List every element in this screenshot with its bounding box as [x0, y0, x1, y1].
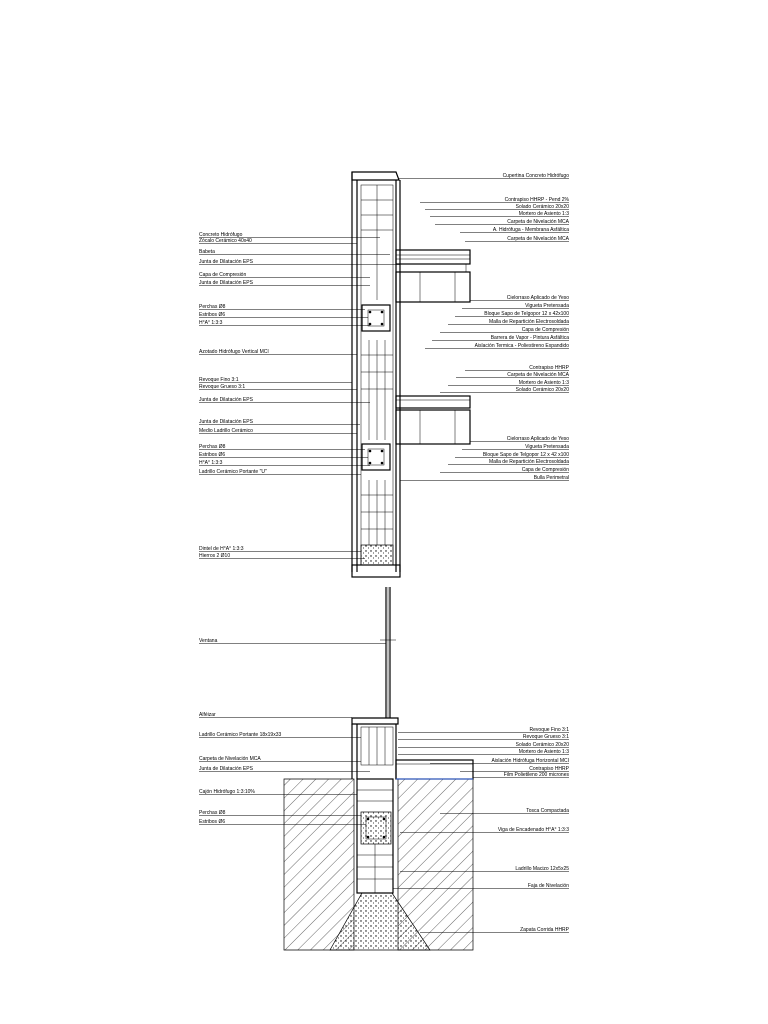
- label-right: Aislación Hidrófuga Horizontal MCI: [491, 758, 569, 764]
- label-right: Revoque Grueso 3:1: [523, 734, 569, 740]
- soil-hatch: [283, 778, 474, 951]
- intermediate-slab: [395, 395, 471, 445]
- label-right: Zapata Corrida HHRP: [520, 927, 570, 933]
- label-right: Carpeta de Nivelación MCA: [507, 372, 569, 378]
- lower-bond-beam: [361, 443, 391, 471]
- label-right: Tosca Compactada: [526, 808, 569, 814]
- label-right: Contrapiso HHRP: [529, 365, 569, 371]
- label-left: Junta de Dilatación EPS: [199, 259, 254, 265]
- label-right: Mortero de Asiento 1:3: [519, 749, 570, 755]
- label-right: Solado Cerámico 20x20: [516, 387, 570, 393]
- label-left: Dintel de H°A° 1:3:3: [199, 546, 244, 552]
- label-left: Junta de Dilatación EPS: [199, 766, 254, 772]
- label-right: Vigueta Pretensada: [525, 444, 569, 450]
- label-left: Babeta: [199, 249, 215, 255]
- label-left: Ladrillo Cerámico Portante "U": [199, 469, 267, 475]
- label-left: Carpeta de Nivelación MCA: [199, 756, 261, 762]
- label-left: Estribos Ø6: [199, 819, 225, 825]
- label-right: Solado Cerámico 20x20: [516, 742, 570, 748]
- label-right: Malla de Repartición Electrosoldada: [489, 319, 569, 325]
- window-lintel: [360, 544, 394, 566]
- label-right: Faja de Nivelación: [528, 883, 569, 889]
- upper-bond-beam: [361, 304, 391, 332]
- label-right: Mortero de Asiento 1:3: [519, 211, 570, 217]
- label-left: Capa de Compresión: [199, 272, 246, 278]
- label-left: Perchas Ø8: [199, 304, 226, 310]
- label-left: Zócalo Cerámico 40x40: [199, 238, 252, 244]
- label-left: Estribos Ø6: [199, 452, 225, 458]
- label-left: Junta de Dilatación EPS: [199, 280, 254, 286]
- label-left: Ventana: [199, 638, 218, 644]
- roof-slab: [395, 249, 471, 303]
- label-right: Bloque Sapo de Telgopor 12 x 42x100: [484, 311, 569, 317]
- label-left: Concreto Hidrófugo: [199, 232, 243, 238]
- label-left: Junta de Dilatación EPS: [199, 397, 254, 403]
- label-right: Revoque Fino 3:1: [530, 727, 570, 733]
- label-left: Azotado Hidrófugo Vertical MCI: [199, 349, 269, 355]
- label-right: Carpeta de Nivelación MCA: [507, 219, 569, 225]
- label-right: Solado Cerámico 20x20: [516, 204, 570, 210]
- label-left: Revoque Fino 3:1: [199, 377, 239, 383]
- label-left: Junta de Dilatación EPS: [199, 419, 254, 425]
- label-right: Cielorraso Aplicado de Yeso: [507, 295, 569, 301]
- label-left: Hierros 2 Ø10: [199, 553, 230, 559]
- label-right: Contrapiso HHRP: [529, 766, 569, 772]
- window: [380, 587, 396, 718]
- label-right: Cupertina Concreto Hidrófugo: [503, 173, 570, 179]
- label-right: Film Polietileno 200 micrones: [504, 772, 570, 778]
- ground-floor: [395, 759, 474, 780]
- label-right: Mortero de Asiento 1:3: [519, 380, 570, 386]
- lower-wall: [351, 724, 397, 779]
- label-right: Bloque Sapo de Telgopor 12 x 42 x100: [483, 452, 569, 458]
- label-left: H°A° 1:3:3: [199, 460, 223, 466]
- label-right: A. Hidrófuga - Membrana Asfáltica: [493, 227, 569, 233]
- label-left: Cajón Hidrófugo 1:3:10%: [199, 789, 255, 795]
- label-right: Malla de Repartición Electrosoldada: [489, 459, 569, 465]
- label-left: Estribos Ø6: [199, 312, 225, 318]
- label-left: Revoque Grueso 3:1: [199, 384, 245, 390]
- label-right: Carpeta de Nivelación MCA: [507, 236, 569, 242]
- label-right: Capa de Compresión: [522, 327, 569, 333]
- label-right: Barrera de Vapor - Pintura Asfáltica: [491, 335, 569, 341]
- foundation-wall: [356, 778, 394, 894]
- label-right: Vigueta Pretensada: [525, 303, 569, 309]
- label-left: Perchas Ø8: [199, 444, 226, 450]
- label-right: Contrapiso HHRP - Pend 2%: [505, 197, 570, 203]
- window-sill: [351, 717, 399, 725]
- label-left: Perchas Ø8: [199, 810, 226, 816]
- label-right: Bulla Perimetral: [534, 475, 569, 481]
- label-left: H°A° 1:3:3: [199, 320, 223, 326]
- label-right: Viga de Encadenado H°A° 1:3:3: [498, 827, 569, 833]
- parapet-coping: [351, 171, 400, 181]
- label-left: Ladrillo Cerámico Portante 18x19x33: [199, 732, 281, 738]
- label-right: Ladrillo Macizo 12x5x25: [515, 866, 569, 872]
- label-right: Cielorraso Aplicado de Yeso: [507, 436, 569, 442]
- label-left: Medio Ladrillo Cerámico: [199, 428, 253, 434]
- label-right: Aislación Termica - Poliestireno Expandi…: [475, 343, 570, 349]
- wall-outline: [351, 172, 401, 572]
- label-right: Capa de Compresión: [522, 467, 569, 473]
- label-left: Alféizar: [199, 712, 216, 718]
